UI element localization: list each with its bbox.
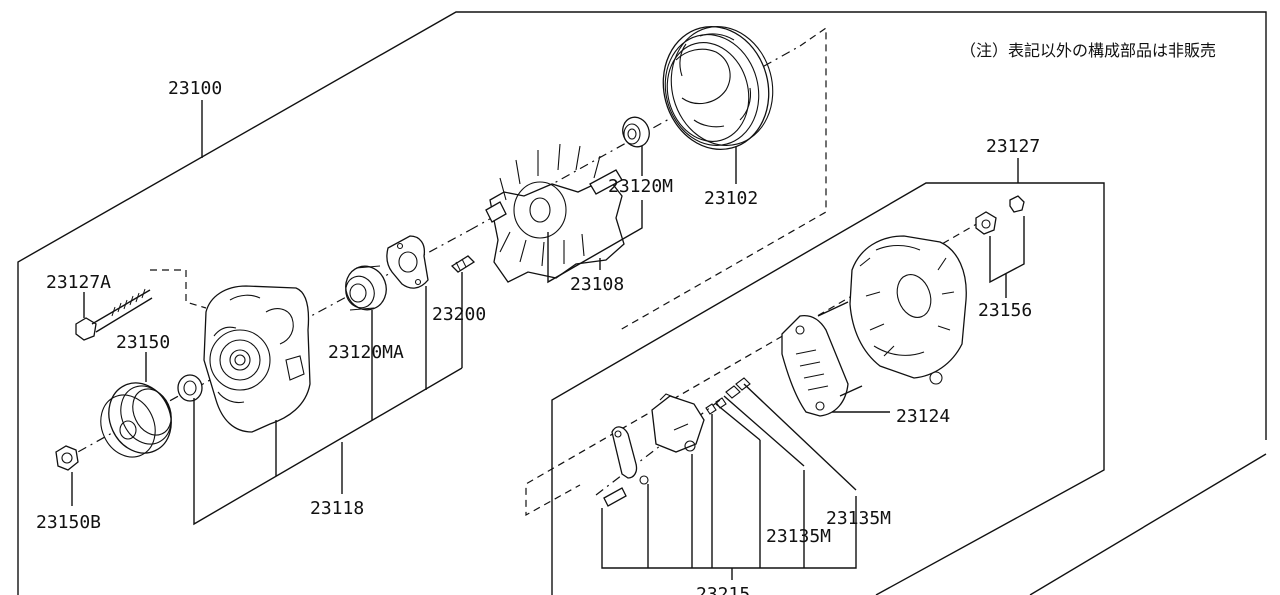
pulley-23150 (100, 382, 172, 458)
label-23100: 23100 (168, 78, 222, 99)
nut-23150B (55, 445, 79, 471)
label-23150B: 23150B (36, 512, 101, 533)
label-23135M-upper: 23135M (826, 508, 891, 529)
label-23135M-lower: 23135M (766, 526, 831, 547)
assembly-frame-23100 (17, 11, 1267, 595)
label-23150: 23150 (116, 332, 170, 353)
label-23120MA: 23120MA (328, 342, 404, 363)
label-23102: 23102 (704, 188, 758, 209)
label-23120M: 23120M (608, 176, 673, 197)
rectifier-23124 (781, 301, 863, 417)
parts-note: （注）表記以外の構成部品は非販売 (960, 41, 1216, 60)
assembly-frame-23127 (551, 182, 1105, 595)
label-23127A: 23127A (46, 272, 111, 293)
spacer-ring (177, 374, 203, 402)
stator-23102 (662, 25, 774, 151)
part-number-labels: （注）表記以外の構成部品は非販売 23100 23102 23120M 2310… (36, 41, 1216, 595)
label-23124: 23124 (896, 406, 950, 427)
label-23156: 23156 (978, 300, 1032, 321)
retainer-plate (386, 235, 429, 289)
label-23215: 23215 (696, 584, 750, 595)
label-23127: 23127 (986, 136, 1040, 157)
bolt-23127A (75, 288, 153, 341)
nuts-23156 (975, 195, 1025, 235)
label-23118: 23118 (310, 498, 364, 519)
bearing-23120MA (345, 265, 387, 311)
front-housing (203, 285, 311, 433)
label-23108: 23108 (570, 274, 624, 295)
label-23200: 23200 (432, 304, 486, 325)
leader-lines (71, 100, 1025, 580)
screw-23200 (450, 255, 476, 273)
brush-holder-23215 (603, 377, 751, 507)
rear-housing (849, 235, 967, 385)
bearing-23120M (622, 116, 650, 148)
rotor-23108 (485, 143, 625, 283)
